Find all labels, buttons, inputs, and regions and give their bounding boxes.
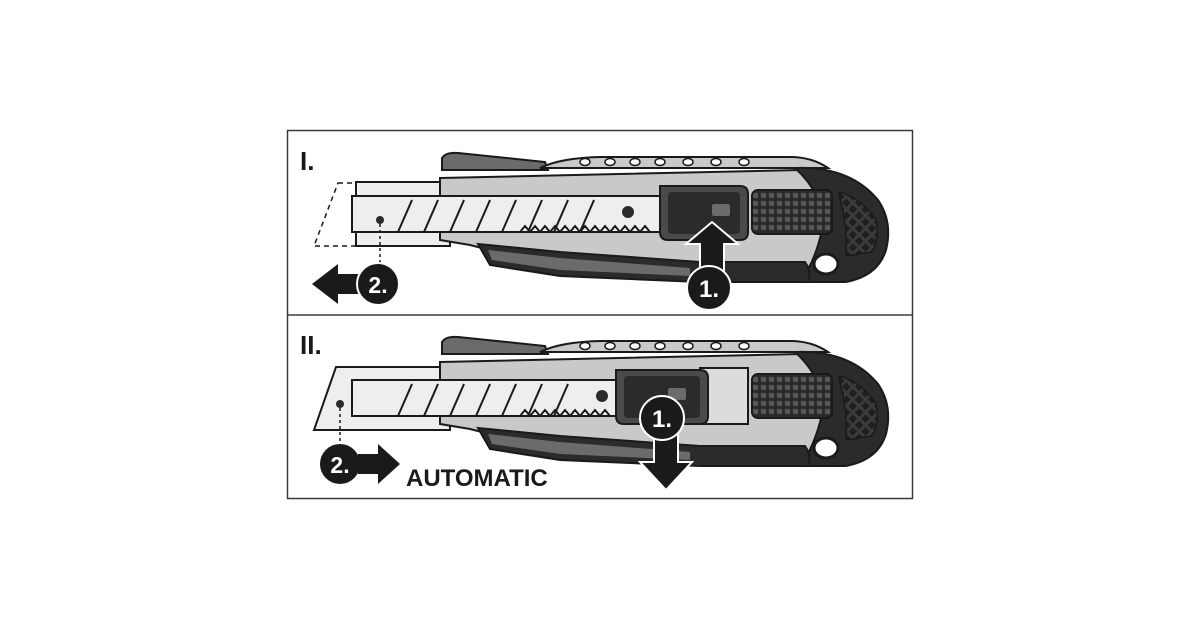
step-2-badge <box>356 262 400 306</box>
panel-2-label: II. <box>300 330 322 360</box>
arrow-right-icon <box>358 444 400 484</box>
step-2-label: 2. <box>368 272 387 298</box>
arrow-down-icon <box>637 429 695 492</box>
step-1-badge <box>686 265 732 311</box>
panel-1: I. <box>300 146 890 311</box>
arrow-left-icon <box>312 264 362 304</box>
step-2-label-2: 2. <box>330 452 349 478</box>
panel-1-label: I. <box>300 146 314 176</box>
arrow-up-icon <box>683 220 741 273</box>
automatic-caption: AUTOMATIC <box>406 465 548 492</box>
step-1-badge-2 <box>639 395 685 441</box>
step-1-label: 1. <box>699 276 719 303</box>
break-point-dot <box>376 216 384 224</box>
step-1-label-2: 1. <box>652 406 672 433</box>
slider-lock-button <box>659 185 749 241</box>
panel-2: II. <box>300 330 890 492</box>
break-point-dot-2 <box>336 400 344 408</box>
